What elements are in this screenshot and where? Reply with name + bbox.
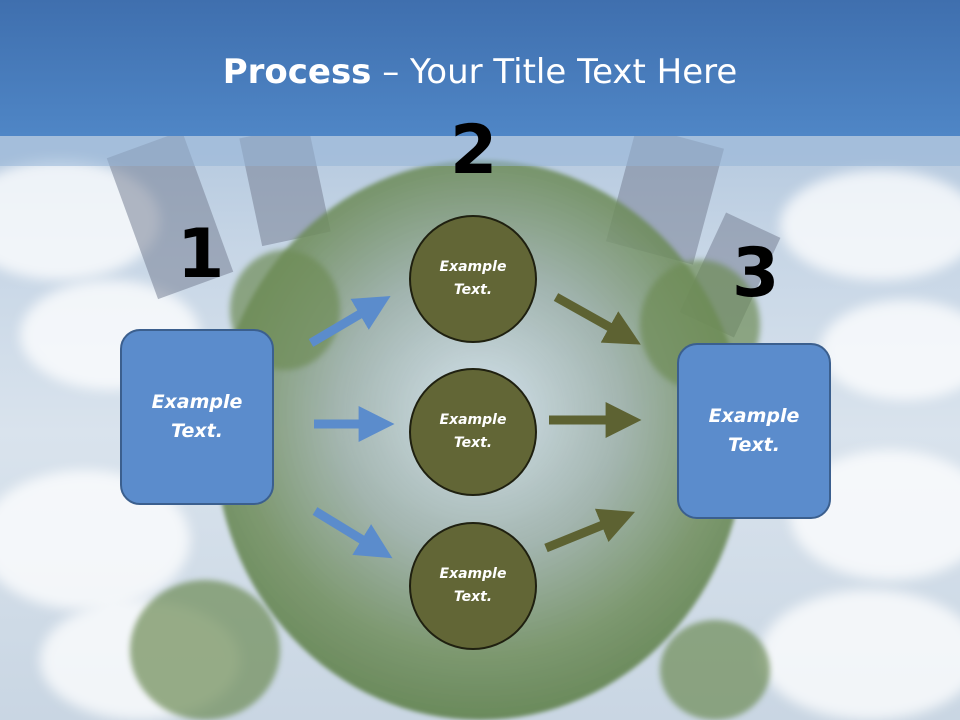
tree <box>130 580 280 720</box>
title-bar <box>0 0 960 136</box>
cloud <box>760 590 960 720</box>
circle-top-line1: Example <box>439 259 507 275</box>
arrow-bottom-to-right <box>544 508 636 553</box>
cloud <box>780 170 960 280</box>
slide-title[interactable]: Process – Your Title Text Here <box>0 52 960 92</box>
right-box-line2: Text. <box>728 434 780 456</box>
step-number-3: 3 <box>732 234 780 313</box>
tree <box>660 620 770 720</box>
circle-middle-line1: Example <box>439 412 507 428</box>
left-box-line1: Example <box>151 391 243 413</box>
circle-middle-line2: Text. <box>453 435 493 451</box>
circle-bottom-line1: Example <box>439 566 507 582</box>
title-rest: – Your Title Text Here <box>371 52 738 92</box>
arrow-left-to-bottom <box>312 507 393 559</box>
circle-top-line2: Text. <box>453 282 493 298</box>
step-number-2: 2 <box>450 111 498 190</box>
arrow-left-to-top <box>308 296 391 347</box>
step-number-1: 1 <box>177 215 225 294</box>
arrow-top-to-right <box>553 293 641 345</box>
title-bar-band <box>0 136 960 166</box>
cloud <box>820 300 960 400</box>
title-bold: Process <box>222 52 372 92</box>
circle-bottom-line2: Text. <box>453 589 493 605</box>
left-box-line2: Text. <box>171 420 223 442</box>
right-box-line1: Example <box>708 405 800 427</box>
